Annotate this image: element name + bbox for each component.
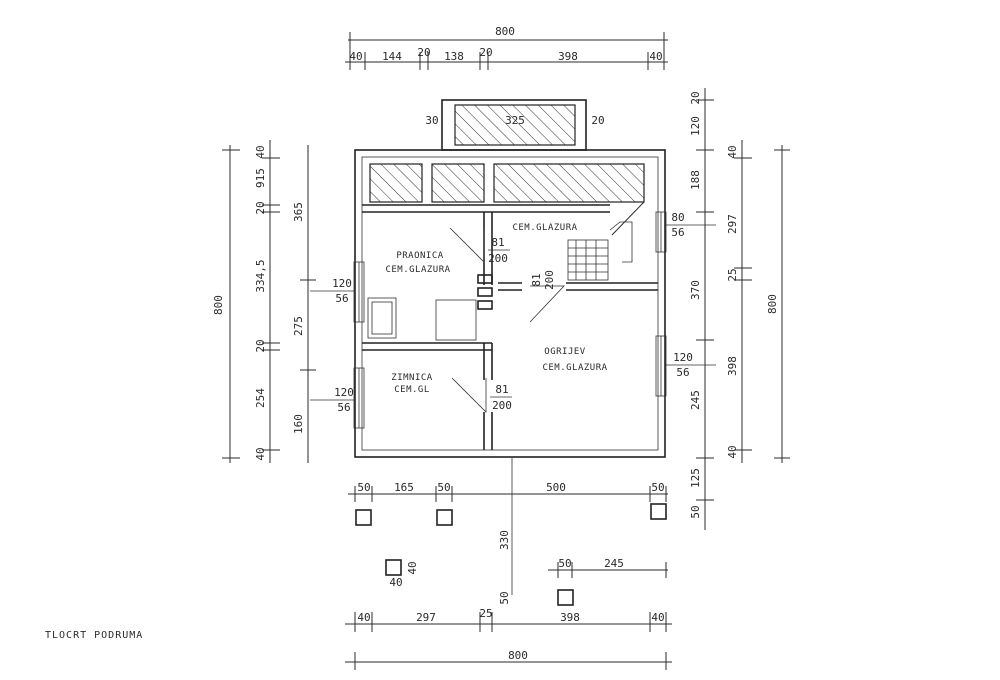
door-width-label: 81 bbox=[491, 236, 504, 249]
bottom-chain-dim: 40 bbox=[651, 611, 664, 624]
window-width-label: 120 bbox=[334, 386, 354, 399]
door-swing bbox=[449, 227, 565, 413]
left-inner-dim: 160 bbox=[292, 414, 305, 434]
balcony-right-dim: 20 bbox=[591, 114, 604, 127]
balcony-width-dim: 325 bbox=[505, 114, 525, 127]
window-height-label: 56 bbox=[676, 366, 689, 379]
balcony-hatch bbox=[454, 104, 576, 146]
right-chain-dim: 125 bbox=[689, 468, 702, 488]
door-width-label: 81 bbox=[530, 273, 543, 286]
slab-hatch bbox=[431, 163, 485, 203]
room-floor-hall: CEM.GLAZURA bbox=[512, 223, 577, 233]
bottom-overall-dim: 800 bbox=[508, 649, 528, 662]
right-chain-dim: 20 bbox=[689, 91, 702, 104]
top-chain-dim: 144 bbox=[382, 50, 402, 63]
bottom-row2-dim: 50 bbox=[558, 557, 571, 570]
opening-labels: 81 200 81 200 81 200 120 56 120 56 120 5… bbox=[310, 211, 716, 414]
left-chain-dim: 334,5 bbox=[254, 259, 267, 292]
right-chain-dim: 245 bbox=[689, 390, 702, 410]
left-chain-dim: 20 bbox=[254, 201, 267, 214]
top-chain-dim: 40 bbox=[349, 50, 362, 63]
right-dimensions: 20 120 188 370 245 125 50 40 297 25 398 … bbox=[689, 88, 790, 530]
right-inner-dim: 40 bbox=[726, 145, 739, 158]
bottom-dimensions: 50 165 50 500 50 40 40 330 50 50 245 40 … bbox=[345, 481, 672, 670]
window-height-label: 56 bbox=[671, 226, 684, 239]
pillar bbox=[557, 589, 574, 606]
room-name-zimnica: ZIMNICA bbox=[391, 373, 433, 383]
door-width-label: 81 bbox=[495, 383, 508, 396]
bottom-row1-dim: 50 bbox=[437, 481, 450, 494]
door-height-label: 200 bbox=[492, 399, 512, 412]
right-chain-dim: 188 bbox=[689, 170, 702, 190]
right-chain-dim: 50 bbox=[689, 505, 702, 518]
right-chain-dim: 370 bbox=[689, 280, 702, 300]
door-height-label: 200 bbox=[543, 270, 556, 290]
window-width-label: 80 bbox=[671, 211, 684, 224]
bottom-row1-dim: 50 bbox=[357, 481, 370, 494]
window-height-label: 56 bbox=[337, 401, 350, 414]
top-chain-dim: 138 bbox=[444, 50, 464, 63]
top-chain-dim: 20 bbox=[479, 46, 492, 59]
window-width-label: 120 bbox=[673, 351, 693, 364]
room-floor-zimnica: CEM.GL bbox=[394, 385, 430, 395]
room-name-ogrijev: OGRIJEV bbox=[544, 347, 586, 357]
right-inner-dim: 297 bbox=[726, 214, 739, 234]
right-inner-dim: 25 bbox=[726, 268, 739, 281]
left-chain-dim: 20 bbox=[254, 339, 267, 352]
room-floor-ogrijev: CEM.GLAZURA bbox=[542, 363, 607, 373]
left-inner-dim: 365 bbox=[292, 202, 305, 222]
left-chain-dim: 254 bbox=[254, 388, 267, 408]
left-chain-dim: 40 bbox=[254, 447, 267, 460]
room-name-praonica: PRAONICA bbox=[396, 251, 443, 261]
top-chain-dim: 20 bbox=[417, 46, 430, 59]
bottom-row1-dim: 165 bbox=[394, 481, 414, 494]
window-width-label: 120 bbox=[332, 277, 352, 290]
bottom-chain-dim: 25 bbox=[479, 607, 492, 620]
bottom-row2-dim: 245 bbox=[604, 557, 624, 570]
bottom-vertical-dim: 50 bbox=[498, 591, 511, 604]
bottom-row1-dim: 50 bbox=[651, 481, 664, 494]
right-overall-dim: 800 bbox=[766, 294, 779, 314]
left-overall-dim: 800 bbox=[212, 295, 225, 315]
drawing-title: TLOCRT PODRUMA bbox=[45, 630, 143, 641]
top-dimensions: 800 40 144 20 138 20 398 40 bbox=[345, 25, 668, 70]
door-height-label: 200 bbox=[488, 252, 508, 265]
left-chain-dim: 915 bbox=[254, 168, 267, 188]
left-dimensions: 800 40 915 20 334,5 20 254 40 365 275 16… bbox=[212, 140, 316, 463]
slab-hatch bbox=[493, 163, 645, 203]
bottom-chain-dim: 398 bbox=[560, 611, 580, 624]
pillar-dim: 40 bbox=[389, 576, 402, 589]
room-floor-praonica: CEM.GLAZURA bbox=[385, 265, 450, 275]
slab-hatch bbox=[369, 163, 423, 203]
top-overall-dim: 800 bbox=[495, 25, 515, 38]
right-inner-dim: 398 bbox=[726, 356, 739, 376]
left-chain-dim: 40 bbox=[254, 145, 267, 158]
right-chain-dim: 120 bbox=[689, 116, 702, 136]
balcony-left-dim: 30 bbox=[425, 114, 438, 127]
bottom-chain-dim: 297 bbox=[416, 611, 436, 624]
bottom-chain-dim: 40 bbox=[357, 611, 370, 624]
bottom-row1-dim: 500 bbox=[546, 481, 566, 494]
left-inner-dim: 275 bbox=[292, 316, 305, 336]
pillar bbox=[436, 509, 453, 526]
window-height-label: 56 bbox=[335, 292, 348, 305]
staircase bbox=[567, 221, 633, 281]
room-labels: PRAONICA CEM.GLAZURA CEM.GLAZURA OGRIJEV… bbox=[385, 223, 607, 395]
pillar bbox=[385, 559, 402, 576]
pillar bbox=[650, 503, 667, 520]
right-inner-dim: 40 bbox=[726, 445, 739, 458]
top-chain-dim: 40 bbox=[649, 50, 662, 63]
top-chain-dim: 398 bbox=[558, 50, 578, 63]
building-outline: 30 325 20 bbox=[353, 99, 667, 595]
pillar-dim: 40 bbox=[406, 561, 419, 574]
pillar bbox=[355, 509, 372, 526]
bottom-vertical-dim: 330 bbox=[498, 530, 511, 550]
